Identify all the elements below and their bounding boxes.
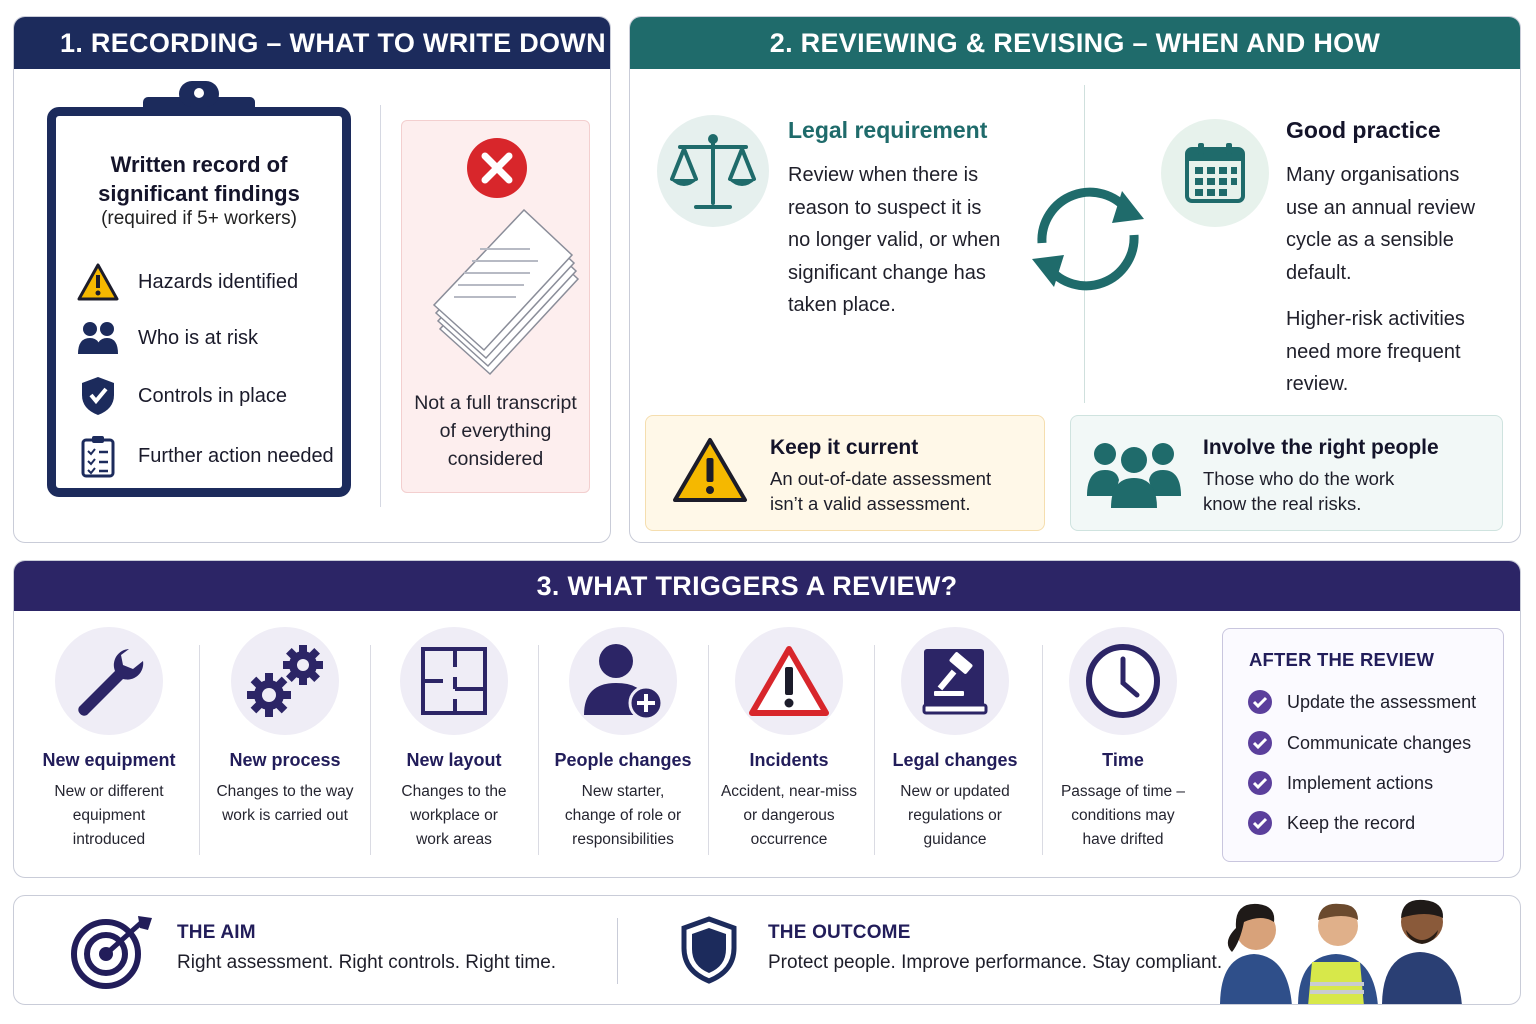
- after-review-box: AFTER THE REVIEW Update the assessment C…: [1222, 628, 1504, 862]
- divider: [380, 105, 381, 507]
- not-transcript-box: Not a full transcript of everything cons…: [401, 120, 590, 493]
- finding-item: Hazards identified: [76, 260, 298, 304]
- recording-panel: 1. RECORDING – WHAT TO WRITE DOWN Writte…: [13, 16, 611, 543]
- warning-icon: [76, 260, 120, 304]
- scales-icon: [657, 115, 769, 227]
- divider: [708, 645, 709, 855]
- check-icon: [1248, 771, 1272, 795]
- outcome-heading: THE OUTCOME: [768, 922, 911, 943]
- aim-text: Right assessment. Right controls. Right …: [177, 952, 557, 973]
- keep-current-callout: Keep it current An out-of-date assessmen…: [645, 415, 1045, 531]
- divider: [1042, 645, 1043, 855]
- shield-icon: [681, 916, 737, 984]
- good-practice-text: Many organisations use an annual review …: [1286, 164, 1476, 284]
- workers-illustration: [1220, 899, 1462, 1004]
- reviewing-title: 2. REVIEWING & REVISING – WHEN AND HOW: [630, 17, 1520, 69]
- gears-icon: [231, 627, 339, 735]
- finding-item: Further action needed: [76, 434, 334, 478]
- check-icon: [1248, 811, 1272, 835]
- divider: [199, 645, 200, 855]
- target-icon: [71, 916, 152, 989]
- legal-requirement-heading: Legal requirement: [788, 117, 988, 143]
- triggers-panel: 3. WHAT TRIGGERS A REVIEW? New equipment…: [13, 560, 1521, 878]
- after-review-item: Implement actions: [1247, 770, 1433, 796]
- clock-icon: [1069, 627, 1177, 735]
- gavel-book-icon: [901, 627, 1009, 735]
- divider: [874, 645, 875, 855]
- trigger-item: People changes New starter,change of rol…: [539, 627, 707, 857]
- after-review-item: Keep the record: [1247, 810, 1415, 836]
- team-icon: [1087, 443, 1181, 508]
- not-transcript-text: Not a full transcript of everything cons…: [414, 392, 577, 470]
- after-review-heading: AFTER THE REVIEW: [1249, 649, 1435, 670]
- involve-people-heading: Involve the right people: [1203, 436, 1439, 459]
- after-review-item: Communicate changes: [1247, 730, 1471, 756]
- clipboard-title: Written record of significant findings: [98, 152, 300, 206]
- add-person-icon: [569, 627, 677, 735]
- recording-title: 1. RECORDING – WHAT TO WRITE DOWN: [14, 17, 610, 69]
- good-practice-text-2: Higher-risk activities need more frequen…: [1286, 308, 1465, 395]
- cross-icon: [467, 138, 527, 198]
- good-practice-heading: Good practice: [1286, 117, 1441, 143]
- shield-icon: [76, 374, 120, 418]
- clipboard-subtitle: (required if 5+ workers): [101, 208, 297, 229]
- divider: [370, 645, 371, 855]
- refresh-cycle-icon: [1032, 187, 1144, 291]
- legal-requirement-text: Review when there is reason to suspect i…: [788, 164, 1001, 316]
- checklist-icon: [76, 434, 120, 478]
- check-icon: [1248, 731, 1272, 755]
- aim-heading: THE AIM: [177, 922, 256, 943]
- check-icon: [1248, 690, 1272, 714]
- finding-item: Who is at risk: [76, 316, 258, 360]
- divider: [617, 918, 618, 984]
- document-stack-icon: [432, 209, 580, 376]
- floorplan-icon: [400, 627, 508, 735]
- calendar-icon: [1161, 119, 1269, 227]
- finding-item: Controls in place: [76, 374, 287, 418]
- involve-people-callout: Involve the right people Those who do th…: [1070, 415, 1503, 531]
- warning-icon: [673, 438, 747, 502]
- people-icon: [76, 316, 120, 360]
- warning-icon: [735, 627, 843, 735]
- findings-clipboard: Written record of significant findings (…: [47, 107, 351, 497]
- divider: [538, 645, 539, 855]
- reviewing-panel: 2. REVIEWING & REVISING – WHEN AND HOW L…: [629, 16, 1521, 543]
- triggers-title: 3. WHAT TRIGGERS A REVIEW?: [14, 561, 1520, 611]
- divider: [1084, 85, 1085, 403]
- wrench-icon: [55, 627, 163, 735]
- outcome-text: Protect people. Improve performance. Sta…: [768, 952, 1223, 973]
- footer-panel: THE AIM Right assessment. Right controls…: [13, 895, 1521, 1005]
- after-review-item: Update the assessment: [1247, 689, 1476, 715]
- keep-current-heading: Keep it current: [770, 436, 919, 459]
